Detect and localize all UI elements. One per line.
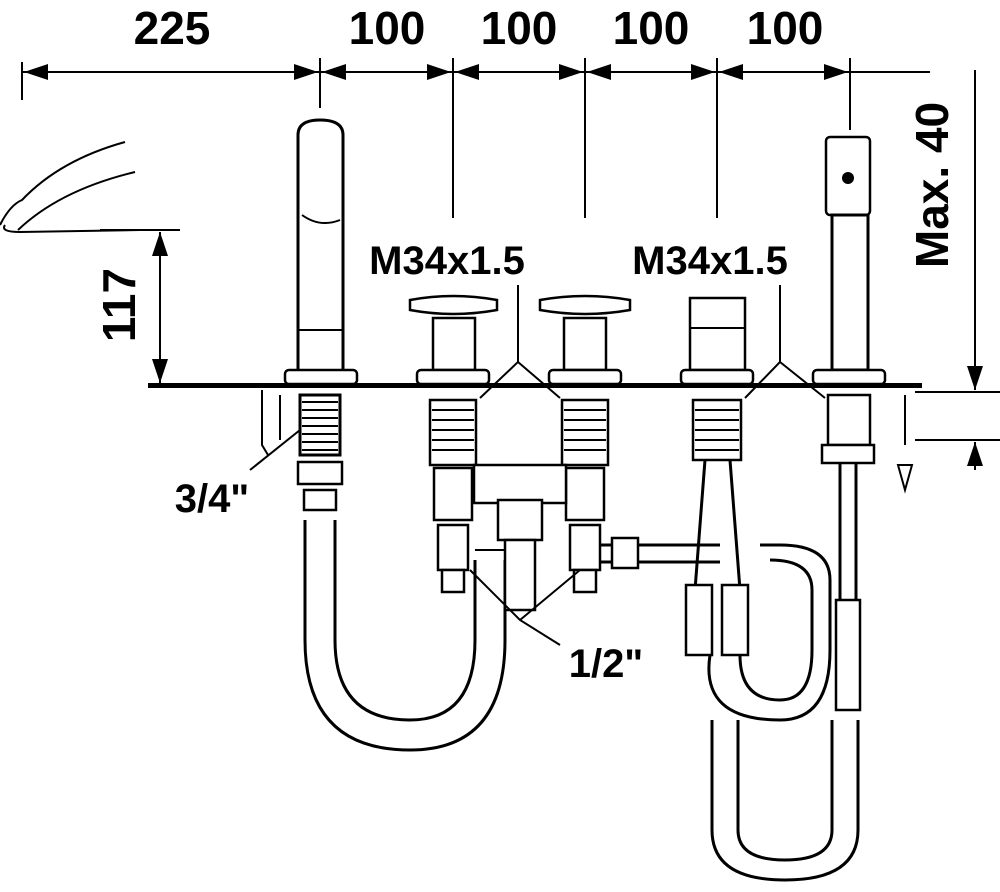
leader-lines	[249, 285, 826, 646]
hand-shower	[811, 135, 914, 712]
thread-label-left: M34x1.5	[369, 239, 525, 283]
deck-thickness-dimension	[915, 70, 1000, 470]
bath-spout	[0, 141, 141, 234]
mixing-bridge	[472, 463, 720, 612]
dim-225: 225	[134, 2, 211, 54]
dim-117: 117	[93, 268, 145, 342]
spout-column	[261, 118, 507, 752]
dim-100-1: 100	[349, 2, 426, 54]
spout-connection-label: 3/4"	[175, 477, 250, 521]
left-valve	[408, 294, 499, 594]
right-valve	[538, 294, 632, 594]
top-dimension-line	[21, 58, 930, 218]
thread-label-right: M34x1.5	[632, 239, 788, 283]
dim-100-2: 100	[481, 2, 558, 54]
dim-100-3: 100	[613, 2, 690, 54]
deck-plate	[148, 383, 922, 388]
dim-100-4: 100	[747, 2, 824, 54]
valve-connection-label: 1/2"	[569, 642, 644, 686]
diverter	[679, 296, 860, 882]
dim-max-40: Max. 40	[906, 102, 958, 268]
